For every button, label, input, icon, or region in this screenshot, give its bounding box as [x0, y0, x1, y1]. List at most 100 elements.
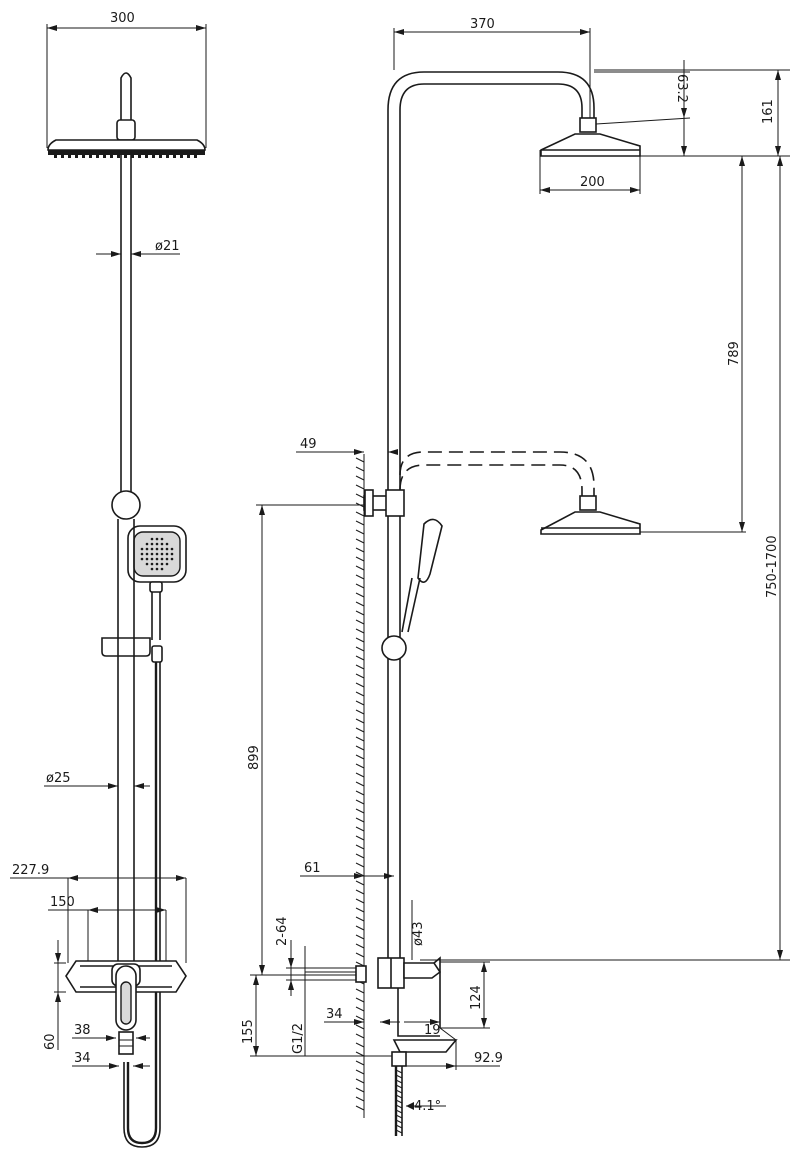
hatch-line [355, 790, 365, 796]
spray-dot [150, 567, 154, 571]
side-lower-head [540, 495, 641, 535]
spray-dot [160, 567, 164, 571]
front-hand-holder [101, 637, 163, 663]
hatch-line [355, 826, 365, 832]
spray-dot [160, 552, 164, 556]
side-main-riser [387, 110, 401, 968]
hatch-line [355, 718, 365, 724]
label-49: 49 [300, 437, 317, 452]
label-155: 155 [241, 1019, 256, 1044]
dim-mixer-inner-width: 150 [48, 895, 167, 963]
spray-dot [145, 542, 149, 546]
spray-dot [150, 537, 154, 541]
spray-dot [165, 557, 169, 561]
spray-dot [155, 537, 159, 541]
side-wall-bracket [363, 489, 405, 517]
hatch-line [355, 529, 365, 535]
nozzle [103, 154, 106, 158]
front-rain-head [47, 139, 206, 158]
hatch-line [355, 880, 365, 886]
hatch-line [355, 808, 365, 814]
hatch-line [355, 520, 365, 526]
spray-dot [150, 542, 154, 546]
nozzle [152, 154, 155, 158]
nozzle [82, 154, 85, 158]
label-4-1-deg: 4.1° [414, 1099, 441, 1114]
hatch-line [355, 736, 365, 742]
nozzle [166, 154, 169, 158]
spray-dot [170, 547, 174, 551]
label-63-2: 63.2 [674, 74, 689, 103]
dim-head-thickness: 63.2 [594, 60, 790, 157]
spray-dot [150, 547, 154, 551]
dim-mounting-holes: 2-64 [275, 916, 360, 996]
spray-dot [155, 557, 159, 561]
hatch-line [355, 934, 365, 940]
hatch-line [355, 664, 365, 670]
hatch-line [355, 565, 365, 571]
hatch-line [355, 628, 365, 634]
hatch-line [355, 871, 365, 877]
spray-dot [160, 547, 164, 551]
spray-dot [155, 552, 159, 556]
hatch-line [355, 646, 365, 652]
nozzle [117, 154, 120, 158]
dim-wall-offset-61: 61 [300, 861, 394, 879]
hatch-line [355, 673, 365, 679]
hatch-line [355, 799, 365, 805]
label-92-9: 92.9 [474, 1051, 503, 1066]
hatch-line [355, 601, 365, 607]
front-view: 300 ø21 [10, 11, 207, 1148]
side-lower-arm-dashed [399, 451, 595, 496]
hose-tick [395, 1124, 403, 1129]
hatch-line [355, 781, 365, 787]
hatch-line [355, 916, 365, 922]
dim-head-width-front: 300 [46, 11, 207, 148]
label-899: 899 [247, 745, 262, 770]
hatch-line [355, 457, 365, 463]
side-hose [391, 1051, 407, 1136]
spray-dot [165, 547, 169, 551]
hatch-line [355, 637, 365, 643]
nozzle [145, 154, 148, 158]
front-hose [123, 662, 161, 1148]
hatch-line [355, 853, 365, 859]
hatch-line [355, 763, 365, 769]
front-pipe-coupling [111, 490, 141, 520]
nozzle [173, 154, 176, 158]
dim-total-height: 750-1700 [420, 156, 790, 961]
hatch-line [355, 1015, 365, 1021]
hose-tick [395, 1079, 403, 1084]
nozzle [68, 154, 71, 158]
dim-wall-offset-49: 49 [296, 437, 398, 455]
label-200: 200 [580, 175, 605, 190]
hose-tick [395, 1119, 403, 1124]
label-124: 124 [469, 985, 484, 1010]
spray-dot [160, 557, 164, 561]
nozzle [180, 154, 183, 158]
dim-mixer-depth-34: 34 [324, 1007, 400, 1025]
label-150: 150 [50, 895, 75, 910]
label-227-9: 227.9 [12, 863, 49, 878]
hatch-line [355, 1060, 365, 1066]
hatch-line [355, 538, 365, 544]
hose-tick [395, 1109, 403, 1114]
hatch-line [355, 556, 365, 562]
nozzle [89, 154, 92, 158]
hatch-line [355, 466, 365, 472]
hatch-line [355, 484, 365, 490]
label-19: 19 [424, 1023, 441, 1038]
hatch-line [355, 1087, 365, 1093]
side-top-head [540, 117, 641, 157]
hatch-line [355, 907, 365, 913]
front-head-connector [116, 119, 136, 141]
hatch-line [355, 475, 365, 481]
spray-dot [155, 562, 159, 566]
label-d25: ø25 [46, 771, 71, 786]
hatch-line [355, 1006, 365, 1012]
hatch-line [355, 898, 365, 904]
hatch-line [355, 1051, 365, 1057]
hatch-line [355, 610, 365, 616]
spray-dot [160, 542, 164, 546]
hatch-line [355, 988, 365, 994]
